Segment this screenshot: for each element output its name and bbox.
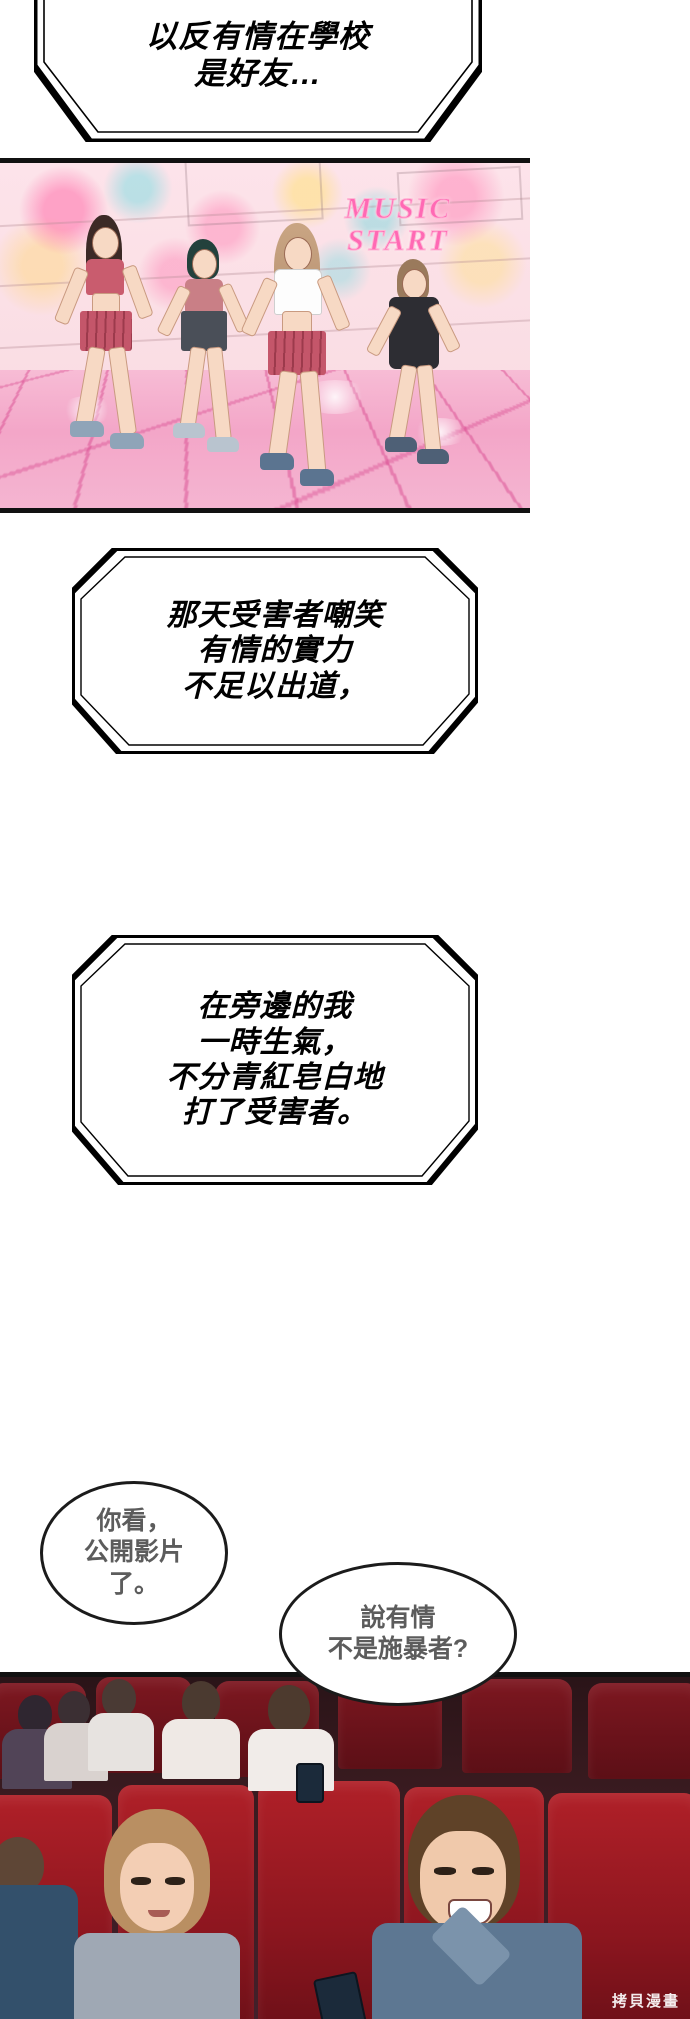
music-start-sign: MUSIC START: [344, 192, 452, 257]
dancer-1-leg: [107, 346, 138, 436]
dancer-1-shoe: [110, 433, 144, 449]
audience-eye: [131, 1877, 151, 1885]
bubble-outline: [34, 0, 482, 142]
dancer-3-top: [274, 269, 322, 315]
speech-bubble-narration-3-text: 在旁邊的我 一時生氣， 不分青紅皂白地 打了受害者。: [166, 990, 384, 1130]
dancer-2-leg: [206, 346, 232, 442]
audience-body: [88, 1713, 154, 1771]
dancer-4: [365, 259, 475, 508]
cinema-seat: [588, 1683, 690, 1779]
dancer-2-top: [185, 279, 223, 313]
cinema-audience-panel: 拷貝漫畫: [0, 1672, 690, 2019]
audience-mouth: [148, 1910, 170, 1917]
dancer-2-head: [192, 249, 217, 279]
site-watermark: 拷貝漫畫: [611, 1993, 680, 2010]
speech-bubble-narration-1: 以反有情在學校 是好友…: [34, 0, 482, 142]
speech-bubble-dialogue-right: 說有情 不是施暴者?: [279, 1562, 517, 1706]
dancer-3-leg: [299, 370, 327, 474]
dancer-1-leg: [75, 346, 106, 428]
dancer-3-head: [284, 237, 312, 271]
speech-bubble-dialogue-right-text: 說有情 不是施暴者?: [327, 1603, 469, 1663]
dancer-3-shoe: [300, 469, 334, 486]
dancer-3: [240, 223, 368, 508]
audience-head: [268, 1685, 310, 1733]
dancer-1-head: [92, 227, 119, 259]
dancer-4-leg: [388, 364, 418, 444]
speech-bubble-dialogue-left: 你看， 公開影片 了。: [40, 1481, 228, 1625]
dancer-1-top: [86, 259, 124, 295]
bubble-outline: [72, 935, 478, 1185]
audience-head: [182, 1681, 220, 1723]
audience-eye: [434, 1867, 456, 1875]
audience-eye: [472, 1867, 494, 1875]
audience-body-girl: [74, 1933, 240, 2019]
dancer-3-leg: [267, 370, 299, 460]
speech-bubble-dialogue-left-text: 你看， 公開影片 了。: [83, 1507, 184, 1598]
dancer-2: [156, 239, 265, 508]
dancer-4-head: [402, 269, 427, 299]
cinema-seat: [462, 1679, 572, 1773]
dancer-4-shoe: [385, 437, 417, 452]
dancer-3-skirt: [268, 331, 326, 375]
mirror-frame: [184, 163, 324, 227]
dancer-2-leg: [179, 346, 207, 430]
dancer-4-shoe: [417, 449, 449, 464]
dancer-1-skirt: [80, 311, 132, 351]
dancer-2-skirt: [181, 311, 227, 351]
speech-bubble-narration-1-text: 以反有情在學校 是好友…: [146, 19, 370, 91]
audience-head: [58, 1691, 90, 1727]
audience-body: [162, 1719, 240, 1779]
dancer-2-shoe: [207, 437, 239, 452]
phone-device: [296, 1763, 324, 1803]
audience-head: [102, 1679, 136, 1717]
speech-bubble-narration-2-text: 那天受害者嘲笑 有情的實力 不足以出道，: [166, 598, 384, 703]
audience-body: [0, 1885, 78, 2019]
bubble-outline: [72, 548, 478, 754]
audience-head: [0, 1837, 44, 1893]
audience-eye: [165, 1877, 185, 1885]
dancer-2-shoe: [173, 423, 205, 438]
audience-head: [18, 1695, 52, 1733]
dancer-4-leg: [416, 364, 442, 456]
audience-face-girl: [120, 1843, 194, 1931]
dancer-3-shoe: [260, 453, 294, 470]
dancer-1-shoe: [70, 421, 104, 437]
speech-bubble-narration-2: 那天受害者嘲笑 有情的實力 不足以出道，: [72, 548, 478, 754]
speech-bubble-narration-3: 在旁邊的我 一時生氣， 不分青紅皂白地 打了受害者。: [72, 935, 478, 1185]
dancer-1: [53, 215, 170, 505]
dance-practice-panel: MUSIC START: [0, 158, 530, 513]
